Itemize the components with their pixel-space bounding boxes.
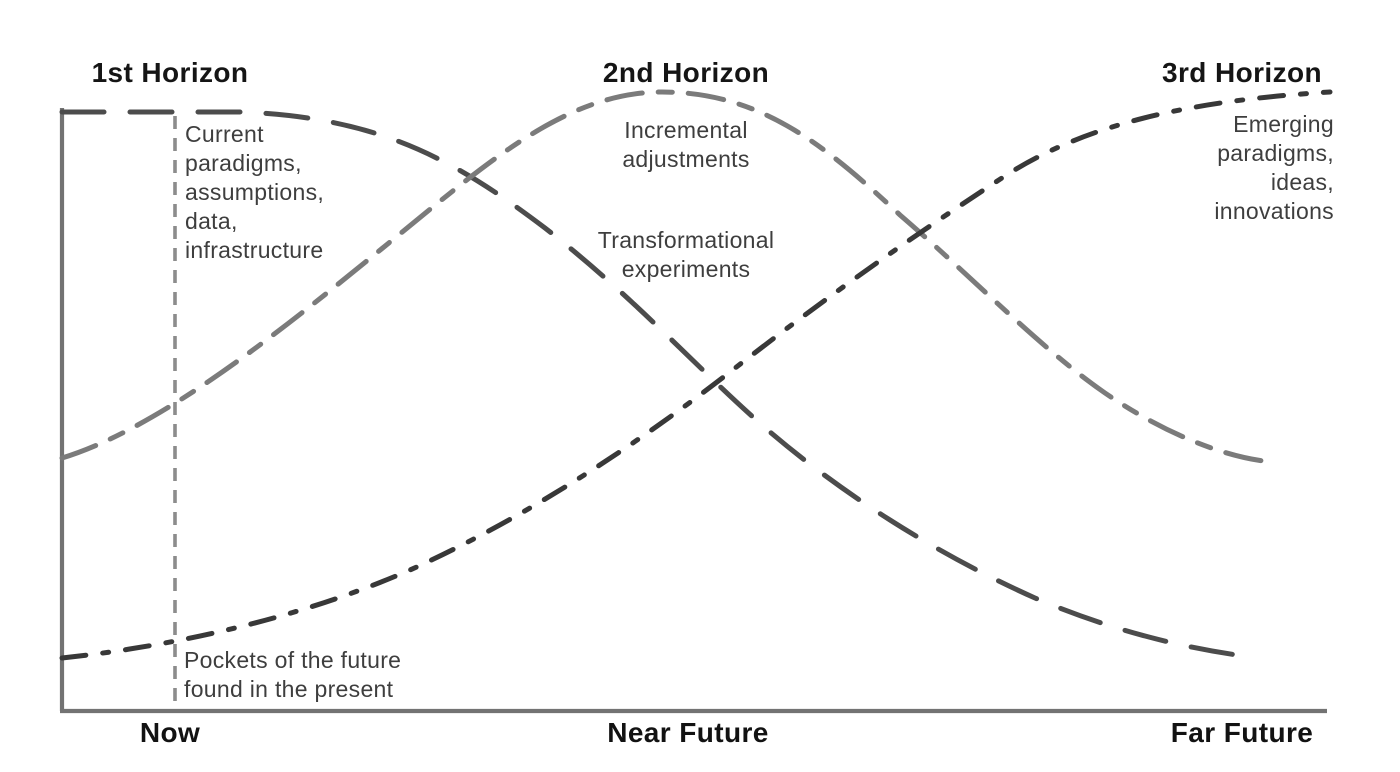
x-tick-near-future: Near Future bbox=[607, 717, 769, 748]
h2-annotation-lower: Transformational experiments bbox=[597, 227, 775, 282]
pockets-annotation: Pockets of the future found in the prese… bbox=[184, 647, 402, 702]
h1-annotation: Current paradigms, assumptions, data, in… bbox=[185, 121, 325, 263]
h1-title: 1st Horizon bbox=[91, 57, 249, 88]
x-tick-far-future: Far Future bbox=[1170, 717, 1314, 748]
h2-curve bbox=[59, 89, 1275, 465]
h3-title: 3rd Horizon bbox=[1162, 57, 1322, 88]
h1-curve bbox=[59, 109, 1255, 660]
h3-curve bbox=[59, 89, 1333, 661]
x-tick-now: Now bbox=[139, 717, 201, 748]
h2-title: 2nd Horizon bbox=[602, 57, 770, 88]
h3-annotation: Emerging paradigms, ideas, innovations bbox=[1214, 111, 1334, 224]
h2-annotation-upper: Incremental adjustments bbox=[622, 117, 750, 172]
